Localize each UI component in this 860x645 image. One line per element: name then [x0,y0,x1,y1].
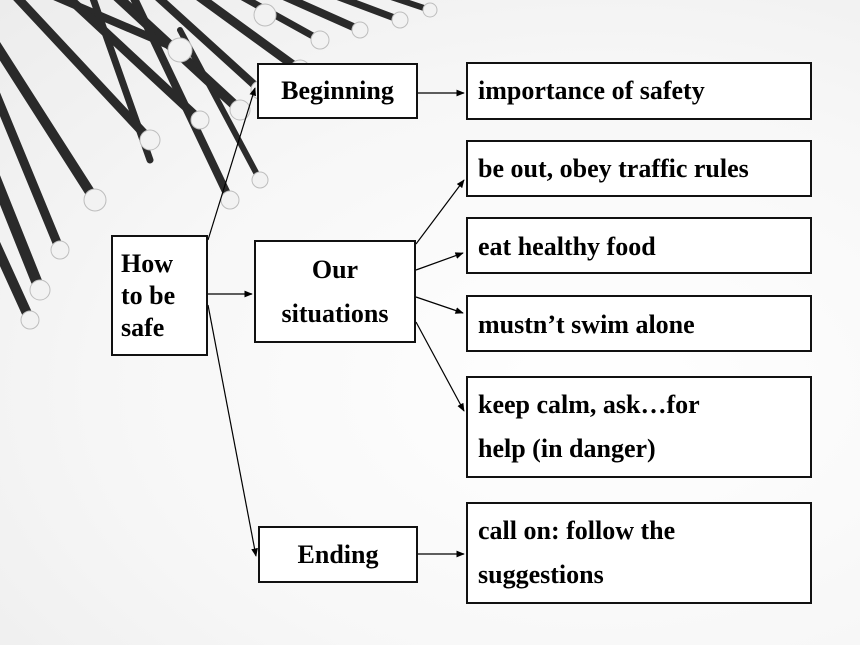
root-line-3: safe [121,312,165,342]
situations-label: Our situations [282,248,389,336]
beginning-label: Beginning [281,76,394,106]
call-line-2: suggestions [478,560,604,589]
beginning-box: Beginning [257,63,418,119]
swim-label: mustn’t swim alone [478,309,695,339]
arrow-situations-to-food [415,252,464,271]
food-label: eat healthy food [478,232,656,261]
root-topic-box: How to be safe [111,235,208,356]
arrow-root-to-ending [207,304,258,557]
call-label: call on: follow the suggestions [478,509,675,597]
situations-line-2: situations [281,298,389,328]
traffic-label: be out, obey traffic rules [478,153,749,183]
food-box: eat healthy food [466,217,812,274]
ending-box: Ending [258,526,418,583]
calm-box: keep calm, ask…for help (in danger) [466,376,812,478]
arrow-root-to-beginning [207,87,256,241]
calm-label: keep calm, ask…for help (in danger) [478,383,700,471]
traffic-box: be out, obey traffic rules [466,140,812,197]
arrow-situations-to-calm [415,321,465,412]
importance-label: importance of safety [478,76,705,106]
situations-box: Our situations [254,240,416,343]
arrow-situations-to-traffic [415,179,465,245]
situations-line-1: Our [311,254,359,284]
importance-box: importance of safety [466,62,812,120]
call-box: call on: follow the suggestions [466,502,812,604]
root-topic-label: How to be safe [121,248,175,344]
ending-label: Ending [297,539,379,569]
calm-line-2: help (in danger) [478,434,656,463]
arrow-situations-to-swim [415,296,464,314]
calm-line-1: keep calm, ask…for [478,390,700,419]
root-line-2: to be [121,280,176,310]
swim-box: mustn’t swim alone [466,295,812,352]
root-line-1: How [121,248,173,278]
call-line-1: call on: follow the [478,516,676,545]
